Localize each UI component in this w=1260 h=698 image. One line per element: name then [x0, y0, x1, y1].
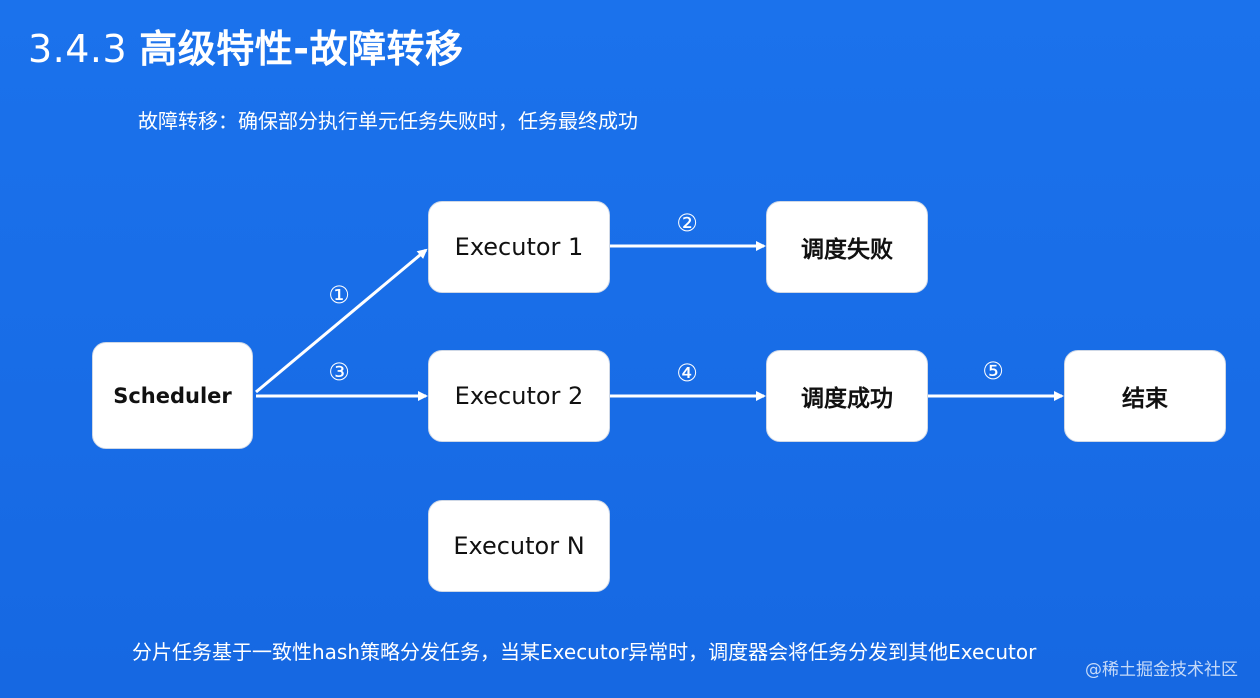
step-4-label: ④: [676, 359, 698, 387]
footer-description: 分片任务基于一致性hash策略分发任务，当某Executor异常时，调度器会将任…: [132, 640, 1037, 664]
scheduler-label: Scheduler: [113, 383, 232, 408]
end-label: 结束: [1122, 386, 1168, 412]
dispatch-success-node: 调度成功: [766, 350, 928, 442]
executor2-node: Executor 2: [428, 350, 610, 442]
end-node: 结束: [1064, 350, 1226, 442]
executorN-node: Executor N: [428, 500, 610, 592]
dispatch-success-label: 调度成功: [801, 386, 893, 412]
step-2-label: ②: [676, 209, 698, 237]
step-3-label: ③: [328, 358, 350, 386]
scheduler-node: Scheduler: [92, 342, 253, 449]
edge-scheduler-to-executor1: [255, 248, 428, 394]
executorN-label: Executor N: [453, 532, 585, 560]
executor2-label: Executor 2: [454, 382, 584, 410]
title-text: 高级特性-故障转移: [139, 27, 464, 71]
dispatch-failed-node: 调度失败: [766, 201, 928, 293]
dispatch-failed-label: 调度失败: [801, 237, 893, 263]
executor1-label: Executor 1: [454, 233, 584, 261]
step-5-label: ⑤: [982, 357, 1004, 385]
section-number: 3.4.3: [28, 27, 128, 71]
watermark: @稀土掘金技术社区: [1085, 660, 1238, 680]
subtitle: 故障转移：确保部分执行单元任务失败时，任务最终成功: [138, 109, 638, 133]
step-1-label: ①: [328, 281, 350, 309]
executor1-node: Executor 1: [428, 201, 610, 293]
